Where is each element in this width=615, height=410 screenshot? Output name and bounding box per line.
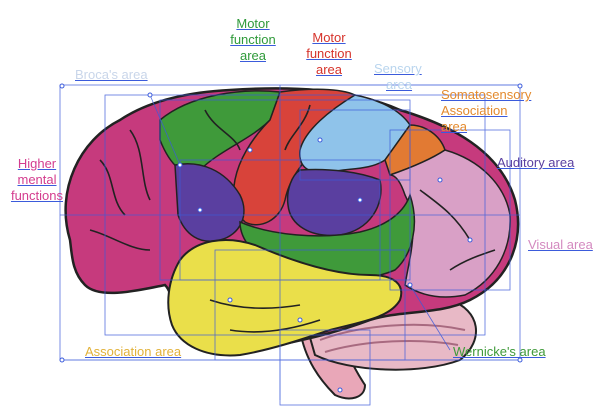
label-line: Motor [236,16,270,31]
label-line: area [441,119,468,134]
label-wernickes-area: Wernicke's area [453,344,546,359]
label-line: Higher [17,156,57,171]
label-line: Somatosensory [441,87,532,102]
label-motor-function-red: Motor function area [298,30,360,78]
anchor-points [59,83,523,393]
label-line: function [306,46,352,61]
label-line: area [315,62,343,77]
label-auditory-area: Auditory area [497,155,575,170]
label-visual-area: Visual area [528,237,593,252]
label-brocas-area: Broca's area [75,67,148,82]
overlay-guides [59,84,521,406]
label-motor-function-green: Motor function area [222,16,284,64]
label-line: Sensory [374,61,422,76]
label-line: function [230,32,276,47]
label-somatosensory: Somatosensory Association area [441,87,531,135]
label-line: mental [17,172,57,187]
label-line: functions [10,188,64,203]
label-association-area: Association area [85,344,182,359]
purple-region [174,163,245,242]
label-higher-mental-functions: Higher mental functions [4,156,70,204]
temporal-yellow-region [167,239,403,357]
label-line: area [239,48,267,63]
label-line: area [386,77,413,92]
label-line: Association [441,103,508,118]
label-line: Motor [312,30,346,45]
label-sensory-area: Sensory area [374,61,422,93]
